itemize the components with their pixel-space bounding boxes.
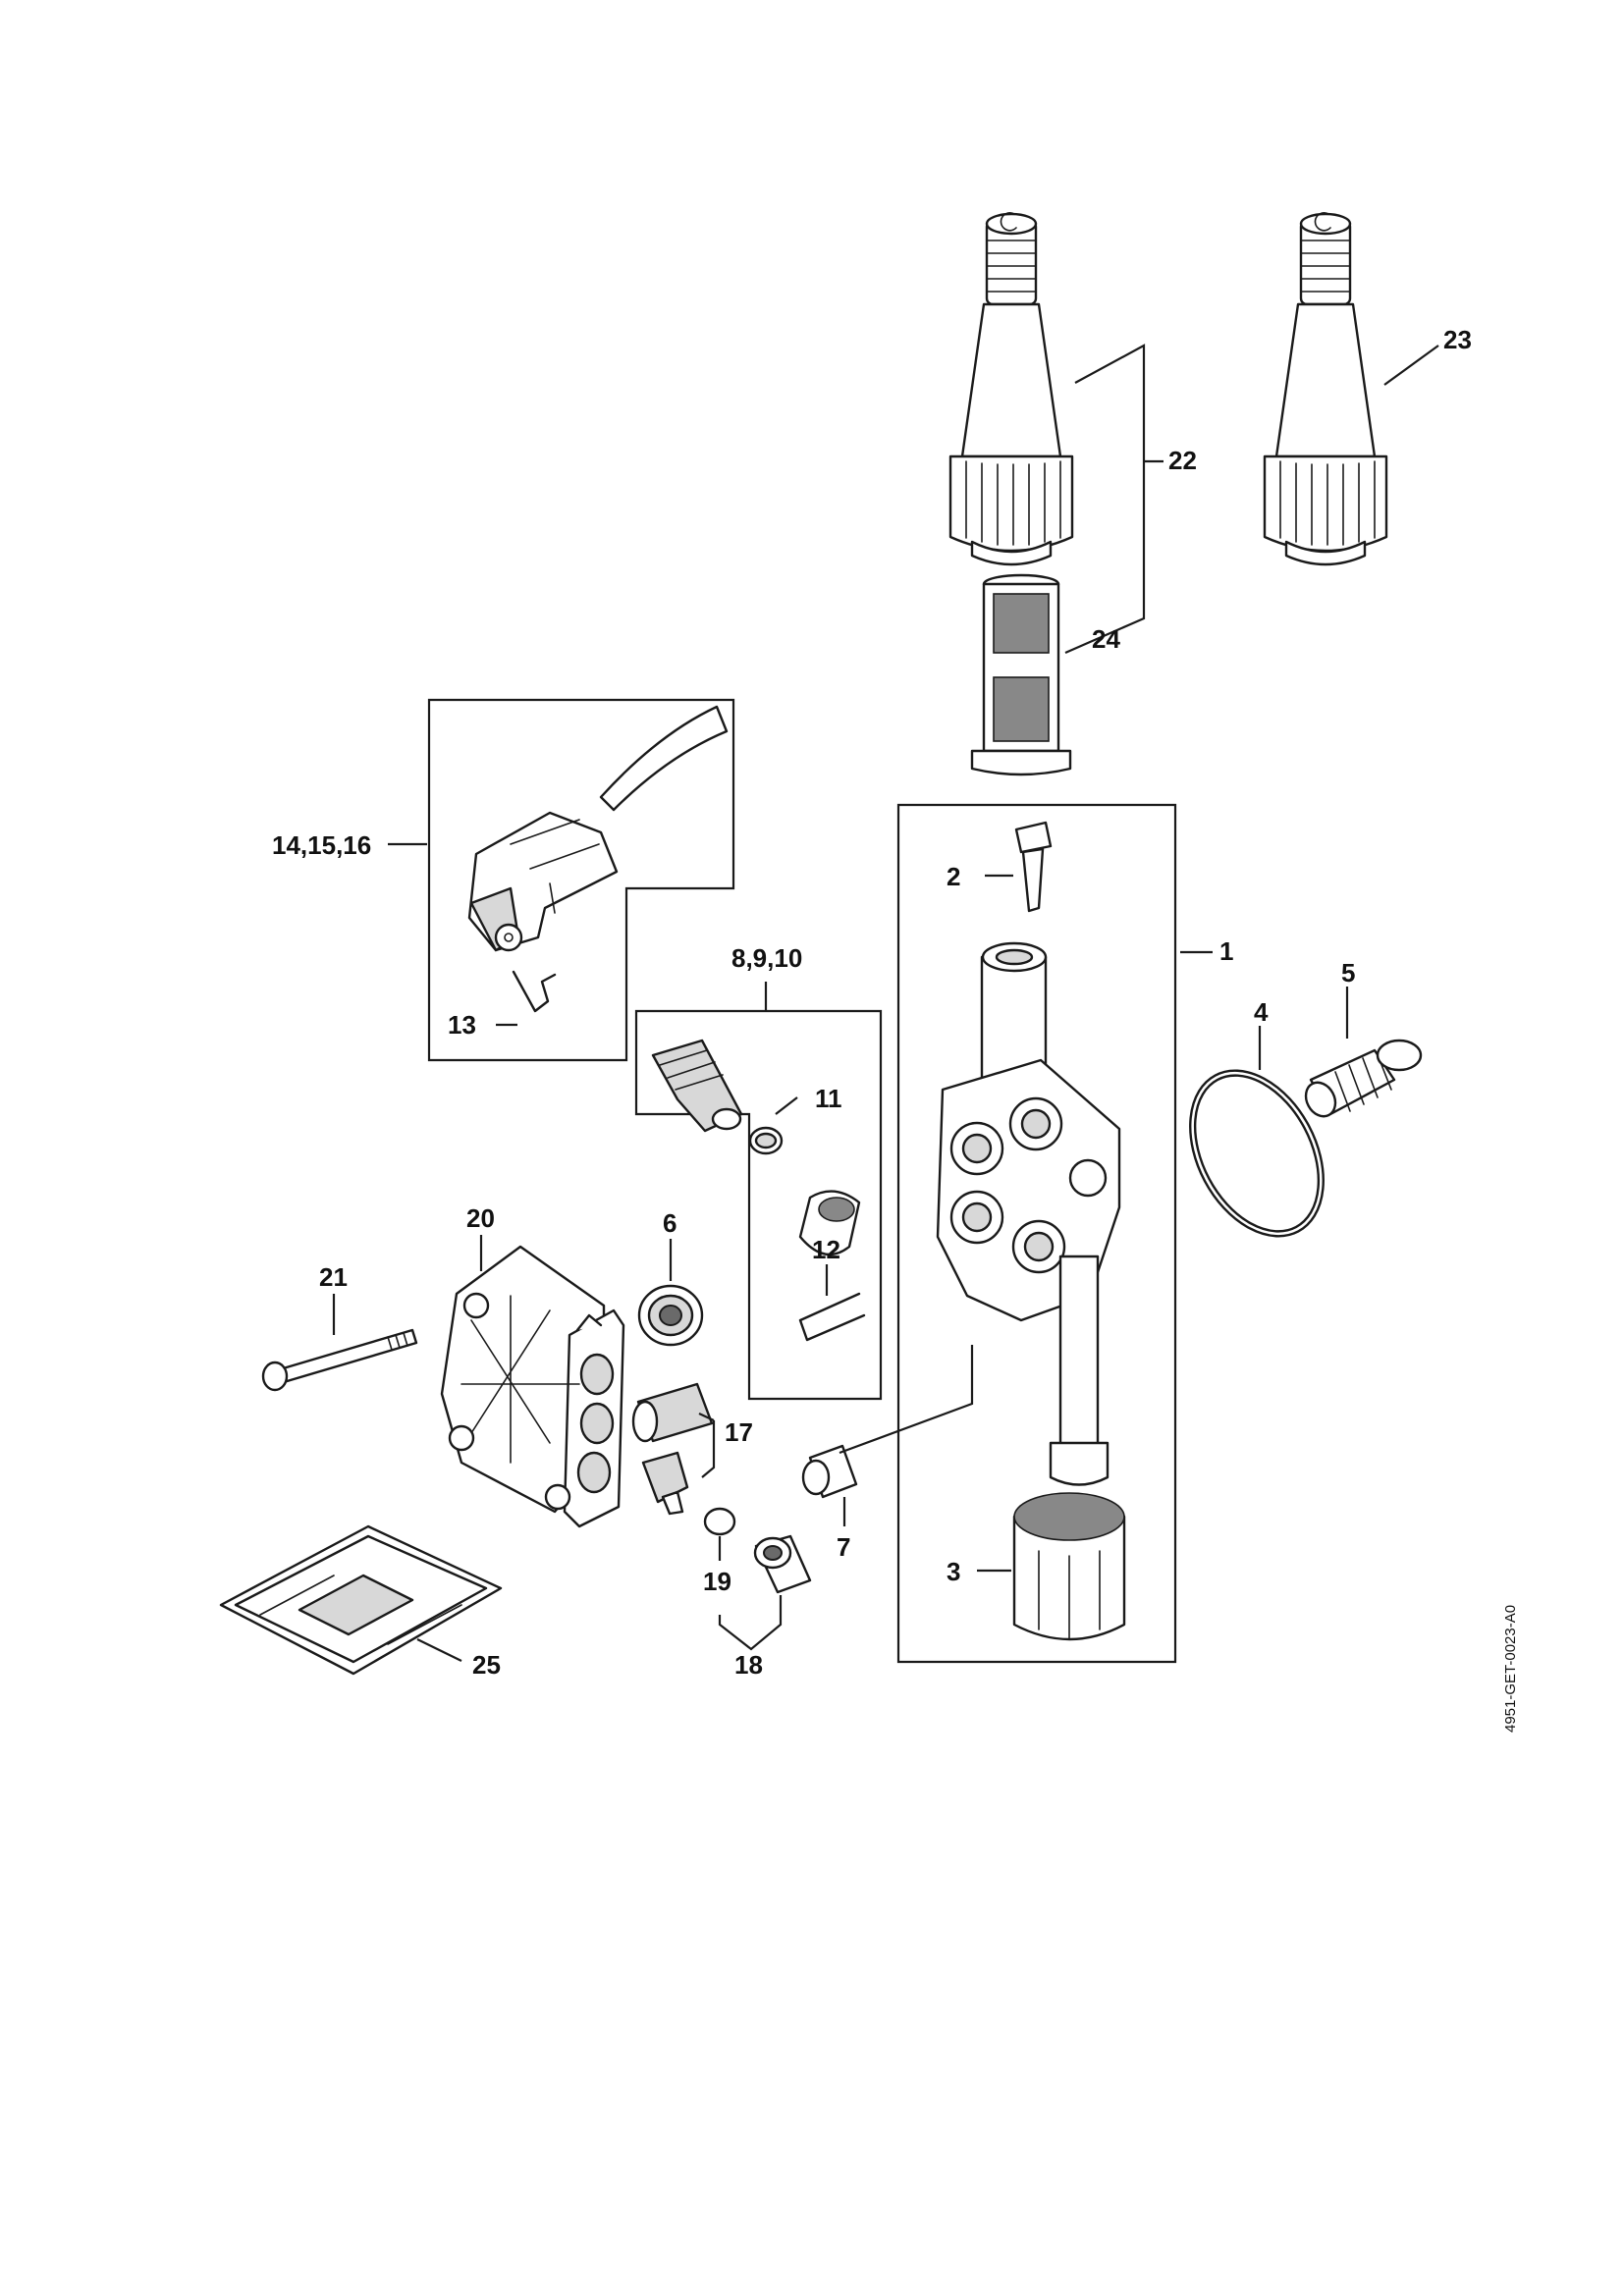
part-25-gasket-set (219, 1524, 503, 1676)
label-2: 2 (947, 862, 960, 891)
part-7-plug (801, 1444, 858, 1499)
part-4-o-ring (1189, 1069, 1325, 1238)
part-5-spring-valve (1304, 1039, 1423, 1118)
label-17: 17 (725, 1417, 753, 1447)
label-7: 7 (837, 1532, 850, 1562)
part-24-filter-screen (970, 573, 1072, 776)
part-18-seal (753, 1534, 812, 1594)
part-23-suction-filter (1263, 211, 1388, 566)
label-20: 20 (466, 1203, 495, 1233)
part-17-valves (631, 1382, 714, 1516)
callout-labels: 1 2 3 4 5 6 7 8,9,10 11 12 13 14,15,16 1… (272, 325, 1472, 1680)
label-21: 21 (319, 1262, 348, 1292)
part-21-screw (261, 1328, 418, 1392)
label-18: 18 (734, 1650, 763, 1680)
label-1: 1 (1219, 936, 1233, 966)
frame-switch-assembly (427, 698, 735, 1062)
label-11: 11 (815, 1084, 842, 1113)
label-8-9-10: 8,9,10 (731, 943, 802, 973)
label-3: 3 (947, 1557, 960, 1586)
label-25: 25 (472, 1650, 501, 1680)
part-19-o-ring (703, 1507, 736, 1536)
label-19: 19 (703, 1567, 731, 1596)
label-6: 6 (663, 1208, 677, 1238)
label-13: 13 (448, 1010, 476, 1040)
frame-valve-set (634, 1009, 883, 1401)
label-23: 23 (1443, 325, 1472, 354)
part-6-seal (637, 1284, 704, 1347)
label-14-15-16: 14,15,16 (272, 830, 371, 860)
diagram-code: 4951-GET-0023-A0 (1502, 1605, 1519, 1733)
frame-pump-head (896, 803, 1177, 1664)
leader-lines (332, 344, 1439, 1662)
label-4: 4 (1254, 997, 1269, 1027)
label-12: 12 (812, 1235, 840, 1264)
part-22-suction-filter (948, 211, 1074, 566)
label-5: 5 (1341, 958, 1355, 988)
label-22: 22 (1168, 446, 1197, 475)
label-24: 24 (1092, 624, 1120, 654)
part-20-pump-housing (440, 1245, 625, 1528)
